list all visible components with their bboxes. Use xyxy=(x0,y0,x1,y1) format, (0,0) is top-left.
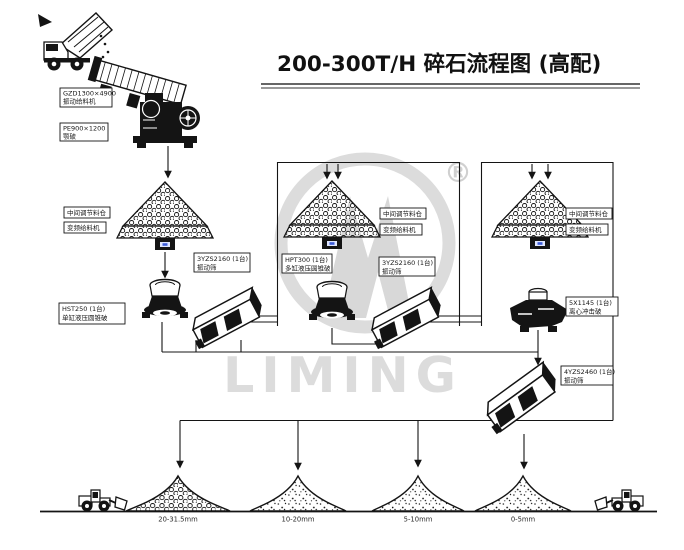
line-circuit2-loop xyxy=(480,161,614,421)
cone2-label-line1: HPT300 (1台) xyxy=(285,255,328,264)
pile-10-20mm-icon xyxy=(249,475,347,512)
pile2-size-label: 10-20mm xyxy=(282,516,315,524)
feeder-label-line2: 振动给料机 xyxy=(63,97,96,106)
cone1-label-box xyxy=(58,302,126,325)
jaw-label-line1: PE900×1200 xyxy=(63,125,105,133)
pile1-size-label: 20-31.5mm xyxy=(158,516,198,524)
feeder-label-line1: GZD1300×4900 xyxy=(63,90,116,98)
hopper3-label-box-b xyxy=(565,223,609,236)
watermark-ring xyxy=(274,152,456,334)
hopper2-label-line1: 中间调节料仓 xyxy=(383,209,423,218)
hopper1-label-box-b xyxy=(63,221,107,234)
line-circuit1-loop xyxy=(276,161,461,326)
screen2-label-line1: 3YZS2160 (1台) xyxy=(382,258,433,267)
hst-cone-crusher-icon xyxy=(141,278,189,319)
cone2-label-line2: 多缸液压圆锥破 xyxy=(285,264,331,273)
wheel-loader-right-icon xyxy=(594,489,644,513)
hopper1-label-box-a xyxy=(63,206,111,219)
pile-5-10mm-icon xyxy=(371,475,465,512)
diagram-title: 200-300T/H 碎石流程图 (高配) xyxy=(277,51,601,77)
pile-20-31.5mm-icon xyxy=(125,475,231,512)
hopper3-label-line2: 变频给料机 xyxy=(569,225,602,234)
screen3-label-box xyxy=(560,365,614,386)
hopper2-label-box-a xyxy=(379,207,427,220)
hopper2-label-box-b xyxy=(379,223,423,236)
screen3-label-line2: 振动筛 xyxy=(564,376,584,385)
pile4-size-label: 0-5mm xyxy=(511,516,536,524)
screen1-label-line2: 振动筛 xyxy=(197,263,217,272)
vsi-crusher-icon xyxy=(510,287,568,332)
screen2-label-box xyxy=(378,256,436,277)
watermark-brand-text: LIMING xyxy=(223,347,463,404)
vsi-label-line1: 5X1145 (1台) xyxy=(569,298,612,307)
line-cone2-discharge xyxy=(331,328,382,345)
hopper1-label-line2: 变频给料机 xyxy=(67,223,100,232)
vibrating-screen3-icon xyxy=(477,361,563,435)
jaw-label-line2: 颚破 xyxy=(63,132,77,141)
registered-trademark-icon: ® xyxy=(444,156,472,189)
screen1-label-box xyxy=(193,252,251,273)
cone1-label-line2: 单缸液压圆锥破 xyxy=(62,313,108,322)
equipment-labels: GZD1300×4900 振动给料机 PE900×1200 颚破 中间调节料仓 … xyxy=(58,87,619,386)
wheel-loader-left-icon xyxy=(78,489,128,513)
feeder-label-box xyxy=(59,87,113,108)
cone1-label-line1: HST250 (1台) xyxy=(62,304,105,313)
pile3-size-label: 5-10mm xyxy=(404,516,433,524)
vibrating-screen1-icon xyxy=(184,286,267,350)
dump-truck-icon xyxy=(38,12,114,71)
hopper3-label-box-a xyxy=(565,207,613,220)
jaw-crusher-icon xyxy=(133,93,200,148)
hopper2-label-line2: 变频给料机 xyxy=(383,225,416,234)
vsi-label-line2: 离心冲击破 xyxy=(569,307,602,316)
vsi-label-box xyxy=(565,296,619,317)
hopper1-label-line1: 中间调节料仓 xyxy=(67,208,107,217)
cone2-label-box xyxy=(281,253,333,274)
pile-0-5mm-icon xyxy=(474,475,572,512)
screen3-label-line1: 4YZS2460 (1台) xyxy=(564,367,615,376)
surge-hopper1-icon xyxy=(116,181,214,251)
hopper3-label-line1: 中间调节料仓 xyxy=(569,209,609,218)
jaw-label-box xyxy=(59,122,109,142)
screen2-label-line2: 振动筛 xyxy=(382,267,402,276)
liming-watermark: ® LIMING xyxy=(223,152,472,404)
screen1-label-line1: 3YZS2160 (1台) xyxy=(197,254,248,263)
product-piles: 20-31.5mm 10-20mm 5-10mm 0-5mm xyxy=(125,475,572,524)
